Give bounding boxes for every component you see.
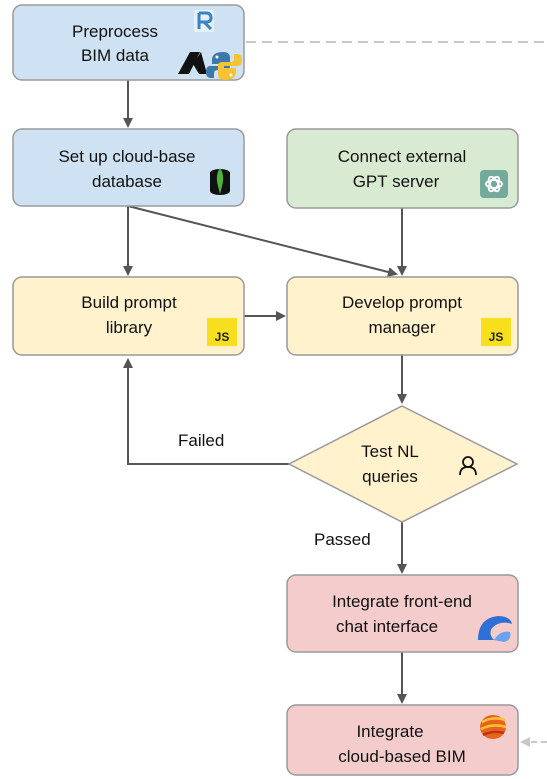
node-label-line1: Build prompt <box>81 293 177 312</box>
node-box <box>12 128 245 207</box>
node-prompt-library: Build prompt library JS <box>12 276 245 356</box>
javascript-icon: JS <box>207 318 237 346</box>
node-cloud-bim: Integrate cloud-based BIM <box>286 704 519 776</box>
node-gpt-server: Connect external GPT server <box>286 128 519 209</box>
node-label-line1: Connect external <box>338 147 467 166</box>
node-box <box>286 128 519 209</box>
edge-database-manager <box>127 205 398 277</box>
edge-label-failed: Failed <box>178 431 224 450</box>
node-label-line2: BIM data <box>81 46 150 65</box>
node-label-line1: Integrate front-end <box>332 592 472 611</box>
node-cloud-database: Set up cloud-base database <box>12 128 245 207</box>
node-box <box>286 704 519 776</box>
node-label-line2: database <box>92 172 162 191</box>
edge-test-library-failed <box>123 358 289 465</box>
decision-diamond <box>287 405 519 523</box>
node-label-line2: cloud-based BIM <box>338 747 466 766</box>
autodesk-icon <box>178 52 207 74</box>
node-frontend-chat: Integrate front-end chat interface <box>286 574 519 653</box>
node-label-line1: Integrate <box>356 722 423 741</box>
node-label-line1: Develop prompt <box>342 293 462 312</box>
edges <box>123 80 407 704</box>
node-label-line2: chat interface <box>336 617 438 636</box>
js-badge-label: JS <box>489 330 504 344</box>
javascript-icon: JS <box>481 318 511 346</box>
js-badge-label: JS <box>215 330 230 344</box>
mongodb-icon <box>210 168 230 195</box>
node-prompt-manager: Develop prompt manager JS <box>286 276 519 356</box>
node-box <box>286 276 519 356</box>
node-label-line1: Set up cloud-base <box>58 147 195 166</box>
node-label-line2: GPT server <box>353 172 440 191</box>
user-icon <box>459 456 477 476</box>
node-label-line1: Test NL <box>361 442 419 461</box>
edge-label-passed: Passed <box>314 530 371 549</box>
node-box <box>286 574 519 653</box>
bim-viewer-icon <box>480 715 507 739</box>
node-preprocess-bim-data: Preprocess BIM data <box>12 4 245 81</box>
node-box <box>12 276 245 356</box>
node-label-line2: queries <box>362 467 418 486</box>
chat-app-icon <box>478 616 512 642</box>
revit-icon <box>194 10 214 32</box>
node-label-line2: library <box>106 318 153 337</box>
node-label-line1: Preprocess <box>72 22 158 41</box>
python-icon <box>206 52 242 80</box>
node-label-line2: manager <box>368 318 435 337</box>
openai-icon <box>480 170 508 198</box>
node-test-nl-queries: Test NL queries <box>287 405 519 523</box>
